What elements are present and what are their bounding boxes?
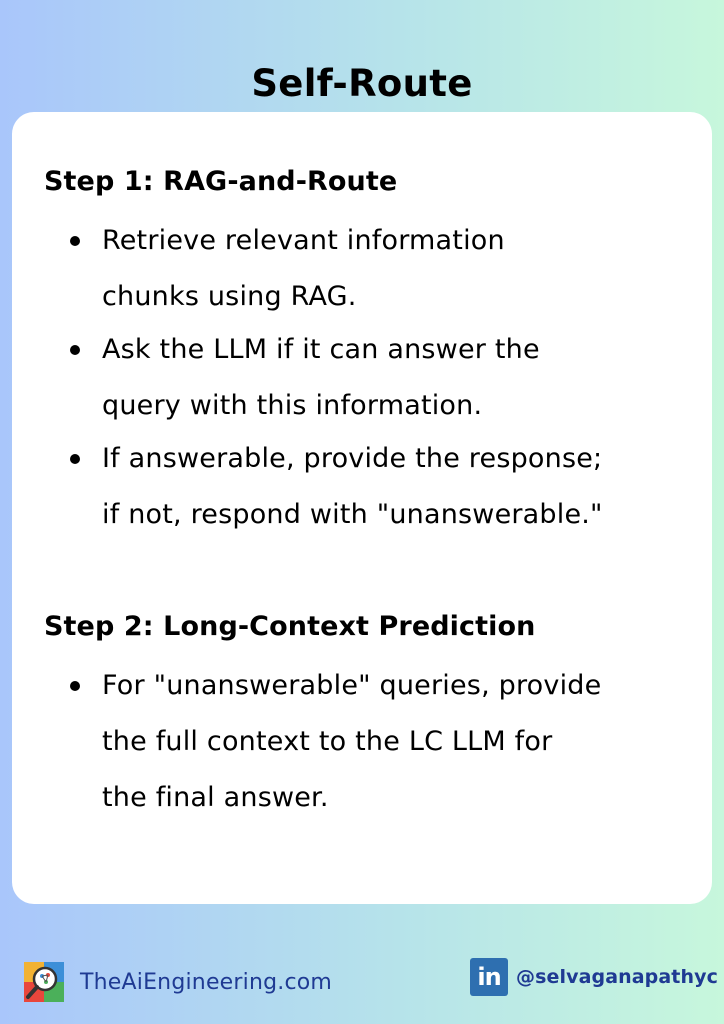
content-card: Step 1: RAG-and-Route Retrieve relevant … [12,112,712,904]
bullet-dot-icon [70,236,80,246]
step-1-heading: Step 1: RAG-and-Route [44,166,398,197]
step-1-bullet-list: Retrieve relevant information chunks usi… [44,213,704,543]
site-link[interactable]: TheAiEngineering.com [80,969,333,995]
step-1-section: Step 1: RAG-and-Route Retrieve relevant … [44,162,704,543]
bullet-item: Ask the LLM if it can answer the query w… [44,322,704,434]
bullet-item: For "unanswerable" queries, provide the … [44,658,704,826]
bullet-line: the final answer. [102,782,329,813]
linkedin-handle-link[interactable]: @selvaganapathyc [516,966,718,988]
bullet-line: query with this information. [102,390,483,421]
page-title: Self-Route [251,61,473,105]
bullet-item: If answerable, provide the response; if … [44,431,704,543]
footer-site: TheAiEngineering.com [24,962,332,1002]
bullet-line: chunks using RAG. [102,281,357,312]
brain-magnifier-logo-icon [24,962,64,1002]
linkedin-icon[interactable]: in [470,958,508,996]
bullet-line: Retrieve relevant information [102,225,505,256]
bullet-line: if not, respond with "unanswerable." [102,499,603,530]
bullet-item: Retrieve relevant information chunks usi… [44,213,704,325]
bullet-dot-icon [70,454,80,464]
bullet-dot-icon [70,681,80,691]
bullet-line: For "unanswerable" queries, provide [102,670,602,701]
footer-linkedin: in @selvaganapathyc [470,958,718,996]
bullet-line: Ask the LLM if it can answer the [102,334,540,365]
bullet-dot-icon [70,345,80,355]
bullet-line: the full context to the LC LLM for [102,726,553,757]
step-2-heading: Step 2: Long-Context Prediction [44,611,536,642]
bullet-line: If answerable, provide the response; [102,443,603,474]
step-2-bullet-list: For "unanswerable" queries, provide the … [44,658,704,826]
step-2-section: Step 2: Long-Context Prediction For "una… [44,607,704,826]
